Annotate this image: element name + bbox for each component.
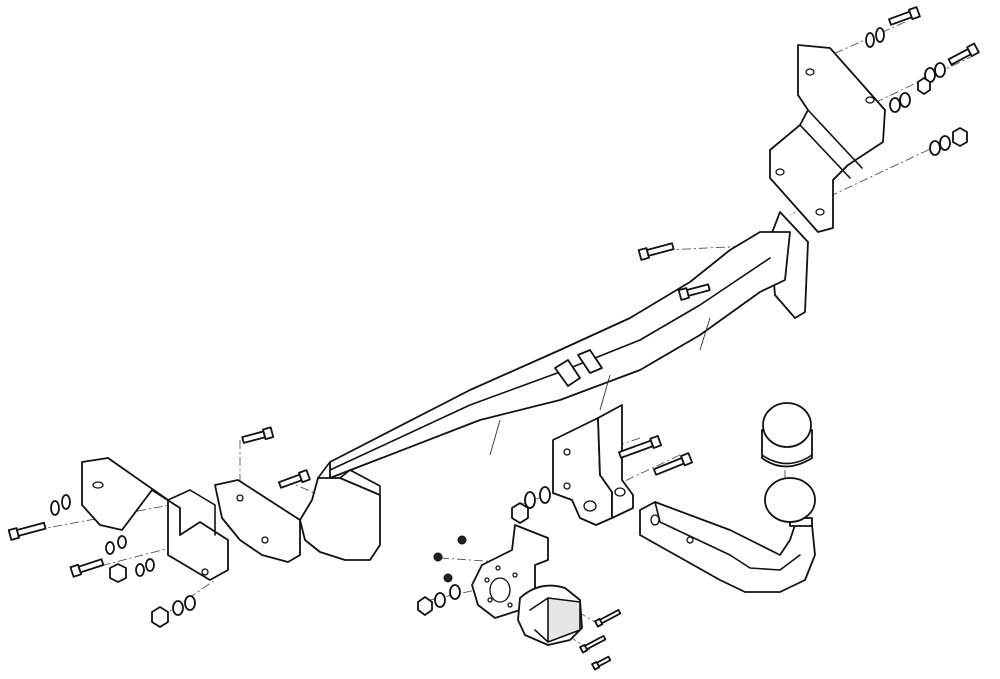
main-crossbar [299, 211, 809, 561]
center-hanger-plate [552, 404, 634, 526]
electrical-socket [517, 584, 583, 646]
bolt [652, 452, 694, 476]
bolt [888, 6, 921, 26]
washers [50, 27, 951, 616]
left-mounting-bracket [81, 457, 229, 581]
bolts [7, 6, 980, 671]
tow-ball-neck [639, 477, 816, 593]
screw [591, 655, 612, 671]
screw [594, 609, 622, 628]
bolt [618, 435, 663, 459]
nuts [109, 77, 968, 628]
bolt [278, 469, 311, 489]
bolt [637, 242, 675, 261]
screw [579, 635, 607, 654]
right-mounting-bracket [769, 44, 886, 233]
bolt [677, 283, 711, 301]
bolt [7, 521, 47, 541]
bolt [947, 42, 980, 66]
bolt [241, 426, 275, 444]
tow-ball-cap [761, 402, 813, 468]
bolt [69, 558, 105, 578]
left-side-flange [214, 479, 301, 563]
